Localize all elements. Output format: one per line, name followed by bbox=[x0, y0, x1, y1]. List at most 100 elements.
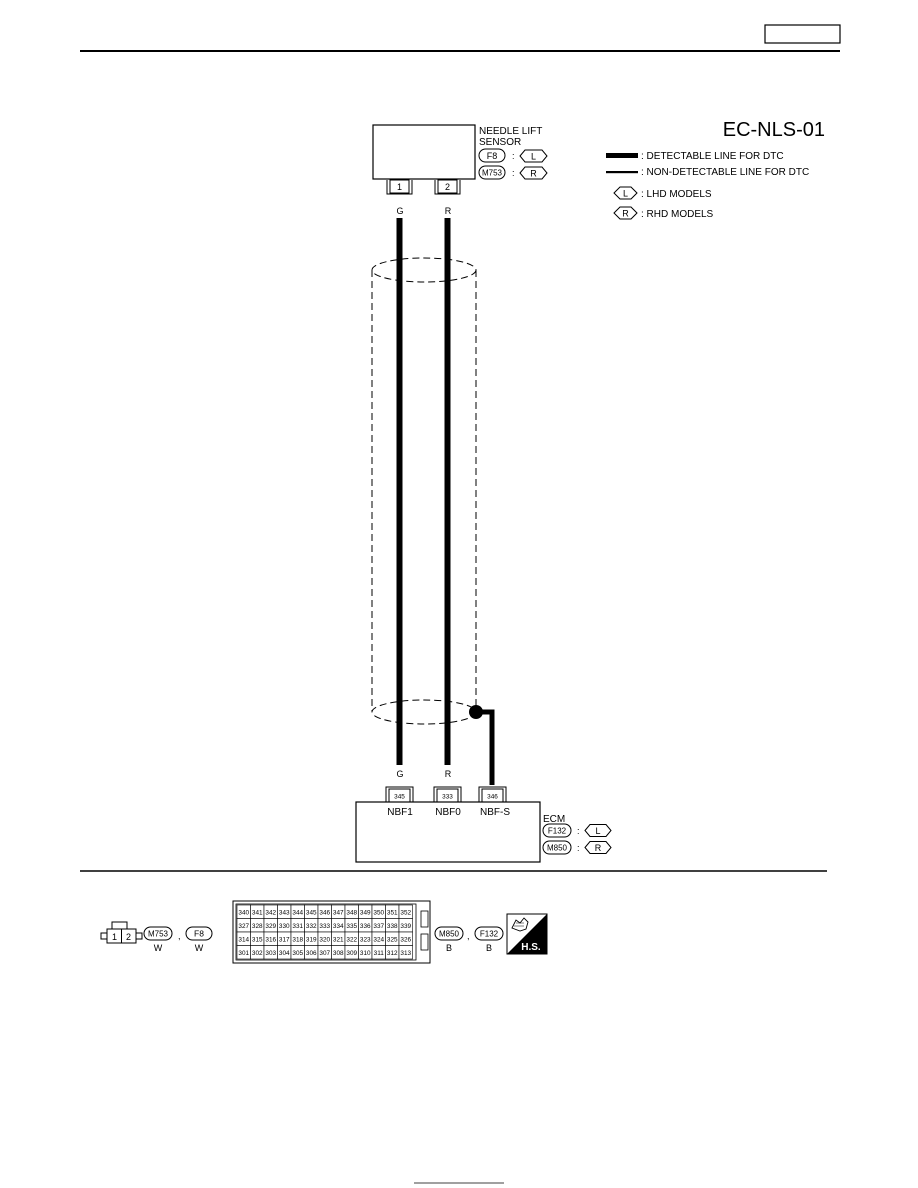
ecm-conn-color-m850: B bbox=[446, 943, 452, 953]
ecm-conn-code-lhd-text: F132 bbox=[548, 827, 567, 836]
sensor-conn-colon-rhd: : bbox=[512, 168, 515, 178]
sensor-conn-sep: , bbox=[178, 931, 181, 941]
ecm-conn-cavity-num: 305 bbox=[292, 950, 303, 957]
ecm-signal-nbf0: NBF0 bbox=[435, 807, 461, 818]
ecm-conn-cavity-num: 307 bbox=[319, 950, 330, 957]
ecm-conn-color-f132: B bbox=[486, 943, 492, 953]
ecm-conn-cavity-num: 309 bbox=[346, 950, 357, 957]
ecm-conn-code-rhd bbox=[542, 840, 572, 855]
shield-top-ellipse bbox=[371, 257, 477, 283]
ecm-conn-cavity-num: 351 bbox=[387, 910, 398, 917]
ecm-conn-code-lhd bbox=[542, 823, 572, 838]
sensor-conn-code-lhd bbox=[478, 148, 506, 163]
ecm-conn-cavity-num: 346 bbox=[319, 910, 330, 917]
ecm-conn-cavity-num: 317 bbox=[279, 937, 290, 944]
ecm-pin-345-num: 345 bbox=[394, 794, 405, 801]
sensor-name-line1: NEEDLE LIFT bbox=[479, 126, 542, 137]
lhd-icon bbox=[613, 186, 638, 200]
ecm-conn-cavity-num: 352 bbox=[400, 910, 411, 917]
ecm-signal-nbf-s: NBF-S bbox=[480, 807, 510, 818]
ecm-conn-cavity-num: 318 bbox=[292, 937, 303, 944]
ecm-conn-cavity-num: 347 bbox=[333, 910, 344, 917]
ecm-conn-cavity-num: 315 bbox=[252, 937, 263, 944]
ecm-conn-cavity-num: 311 bbox=[374, 950, 385, 957]
hs-label: H.S. bbox=[521, 942, 541, 953]
sensor-conn-ear-left bbox=[100, 932, 108, 940]
lhd-icon bbox=[584, 824, 612, 837]
needle-lift-sensor: NEEDLE LIFT SENSOR F8 : L M753 : R 1 2 G… bbox=[372, 124, 548, 216]
ecm-conn-cavity-num: 332 bbox=[306, 923, 317, 930]
ecm-conn-key-top bbox=[420, 910, 429, 928]
ecm-conn-cavity bbox=[398, 945, 413, 960]
ecm-conn-cavity-num: 333 bbox=[319, 923, 330, 930]
ecm-conn-cavity-num: 306 bbox=[306, 950, 317, 957]
ecm-conn-code-f132 bbox=[474, 926, 504, 941]
ecm-conn-cavity-num: 337 bbox=[373, 923, 384, 930]
ecm-conn-cavity-num: 326 bbox=[400, 937, 411, 944]
ecm-conn-cavity-num: 338 bbox=[387, 923, 398, 930]
wire-color-top-g: G bbox=[396, 206, 403, 216]
ecm-conn-cavity-num: 301 bbox=[238, 950, 249, 957]
ecm-conn-code-f132-text: F132 bbox=[480, 930, 499, 939]
ecm-conn-cavity-num: 331 bbox=[292, 923, 303, 930]
sensor-conn-code-rhd bbox=[478, 165, 506, 180]
ecm-conn-key-bottom bbox=[420, 933, 429, 951]
sensor-conn-color-f8: W bbox=[195, 943, 204, 953]
ecm-pin-333-num: 333 bbox=[442, 794, 453, 801]
wire-shield bbox=[476, 709, 495, 785]
legend-item-rhd: : RHD MODELS bbox=[641, 209, 714, 220]
sensor-pin-1-num: 1 bbox=[397, 182, 402, 192]
ecm-conn-cavity-num: 350 bbox=[373, 910, 384, 917]
ecm-conn-cavity-num: 328 bbox=[252, 923, 263, 930]
sensor-conn-code-m753 bbox=[143, 926, 173, 941]
ecm-pin-333-bracket bbox=[433, 786, 462, 802]
shielded-cable bbox=[371, 257, 477, 725]
ecm-conn-cavity-num: 330 bbox=[279, 923, 290, 930]
sensor-conn-code-f8 bbox=[185, 926, 213, 941]
lhd-icon-letter: L bbox=[623, 189, 628, 199]
legend-item-non-detectable: : NON-DETECTABLE LINE FOR DTC bbox=[641, 167, 809, 178]
ecm-conn-cavity-num: 339 bbox=[400, 923, 411, 930]
ecm-conn-cavity-num: 343 bbox=[279, 910, 290, 917]
sensor-conn-code-rhd-text: M753 bbox=[482, 169, 503, 178]
ecm-conn-cavity-num: 348 bbox=[346, 910, 357, 917]
ecm-conn-cavity-num: 302 bbox=[252, 950, 263, 957]
ecm-name: ECM bbox=[543, 814, 565, 825]
ecm: G R 345 333 346 NBF1 NBF0 NBF-S ECM F132… bbox=[355, 769, 612, 863]
ecm-conn-cavity-num: 308 bbox=[333, 950, 344, 957]
legend-item-lhd: : LHD MODELS bbox=[641, 189, 712, 200]
wire-color-bottom-g: G bbox=[396, 769, 403, 779]
wire-color-top-r: R bbox=[445, 206, 452, 216]
ecm-conn-cavity-num: 321 bbox=[333, 937, 344, 944]
ecm-conn-cavity-num: 345 bbox=[306, 910, 317, 917]
sensor-conn-latch bbox=[111, 921, 128, 930]
ecm-pin-345-bracket bbox=[385, 786, 414, 802]
ecm-signal-nbf1: NBF1 bbox=[387, 807, 413, 818]
ecm-conn-cavity-num: 334 bbox=[333, 923, 344, 930]
ecm-conn-cavity-num: 313 bbox=[400, 950, 411, 957]
sensor-conn-cavity-2: 2 bbox=[126, 932, 131, 942]
diagram-id: EC-NLS-01 bbox=[723, 119, 825, 141]
sensor-conn-ear-right bbox=[135, 932, 143, 940]
ecm-conn-code-m850-text: M850 bbox=[439, 930, 460, 939]
ecm-conn-cavity-num: 344 bbox=[292, 910, 303, 917]
ecm-conn-cavity-num: 335 bbox=[346, 923, 357, 930]
rhd-icon-letter: R bbox=[622, 209, 629, 219]
ecm-conn-colon-rhd: : bbox=[577, 843, 580, 853]
rhd-icon bbox=[613, 206, 638, 220]
ecm-conn-outer bbox=[232, 900, 431, 964]
ecm-conn-cavity-num: 323 bbox=[360, 937, 371, 944]
ecm-conn-cavity-num: 324 bbox=[373, 937, 384, 944]
ecm-conn-inner bbox=[235, 903, 417, 961]
ecm-conn-cavity-num: 341 bbox=[252, 910, 263, 917]
ecm-conn-cavity-num: 327 bbox=[238, 923, 249, 930]
sensor-body bbox=[372, 124, 476, 180]
sensor-conn-code-f8-text: F8 bbox=[194, 929, 204, 939]
ecm-model-rhd: R bbox=[595, 843, 602, 853]
ecm-conn-code-rhd-text: M850 bbox=[547, 844, 568, 853]
sensor-conn-code-lhd-text: F8 bbox=[487, 151, 498, 161]
sensor-pin-2-bracket bbox=[434, 180, 461, 195]
sensor-pin-2-num: 2 bbox=[445, 182, 450, 192]
